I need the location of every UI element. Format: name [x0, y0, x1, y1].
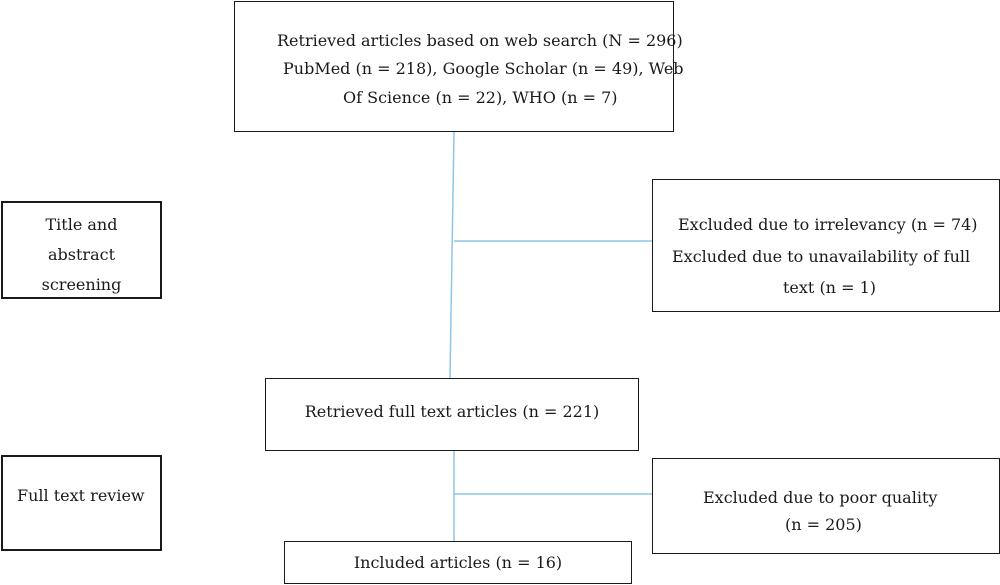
excluded-screening-box: Excluded due to irrelevancy (n = 74) Exc…: [652, 179, 1000, 312]
stage-screening-line1: Title and: [45, 215, 118, 234]
stage-review-box: Full text review: [1, 455, 162, 551]
excluded-quality-text: Excluded due to poor quality: [703, 488, 938, 507]
retrieved-search-line1: Retrieved articles based on web search (…: [277, 31, 683, 50]
retrieved-full-text-box: Retrieved full text articles (n = 221): [265, 378, 639, 451]
excluded-irrelevancy-text: Excluded due to irrelevancy (n = 74): [678, 215, 978, 234]
connector-search-to-fulltext: [449, 131, 455, 379]
stage-screening-box: Title and abstract screening: [1, 201, 162, 299]
excluded-unavailability-count: text (n = 1): [783, 278, 876, 297]
retrieved-search-line3: Of Science (n = 22), WHO (n = 7): [343, 88, 618, 107]
excluded-unavailability-text: Excluded due to unavailability of full: [672, 247, 971, 266]
included-box: Included articles (n = 16): [284, 541, 632, 584]
excluded-quality-box: Excluded due to poor quality (n = 205): [652, 458, 1000, 554]
retrieved-search-box: Retrieved articles based on web search (…: [234, 1, 684, 132]
excluded-quality-count: (n = 205): [785, 515, 862, 534]
retrieved-search-line2: PubMed (n = 218), Google Scholar (n = 49…: [283, 59, 684, 78]
stage-review-label: Full text review: [17, 486, 145, 505]
stage-screening-line3: screening: [41, 275, 122, 294]
included-label: Included articles (n = 16): [353, 553, 563, 572]
retrieved-full-text-label: Retrieved full text articles (n = 221): [304, 402, 600, 421]
stage-screening-line2: abstract: [48, 245, 115, 264]
